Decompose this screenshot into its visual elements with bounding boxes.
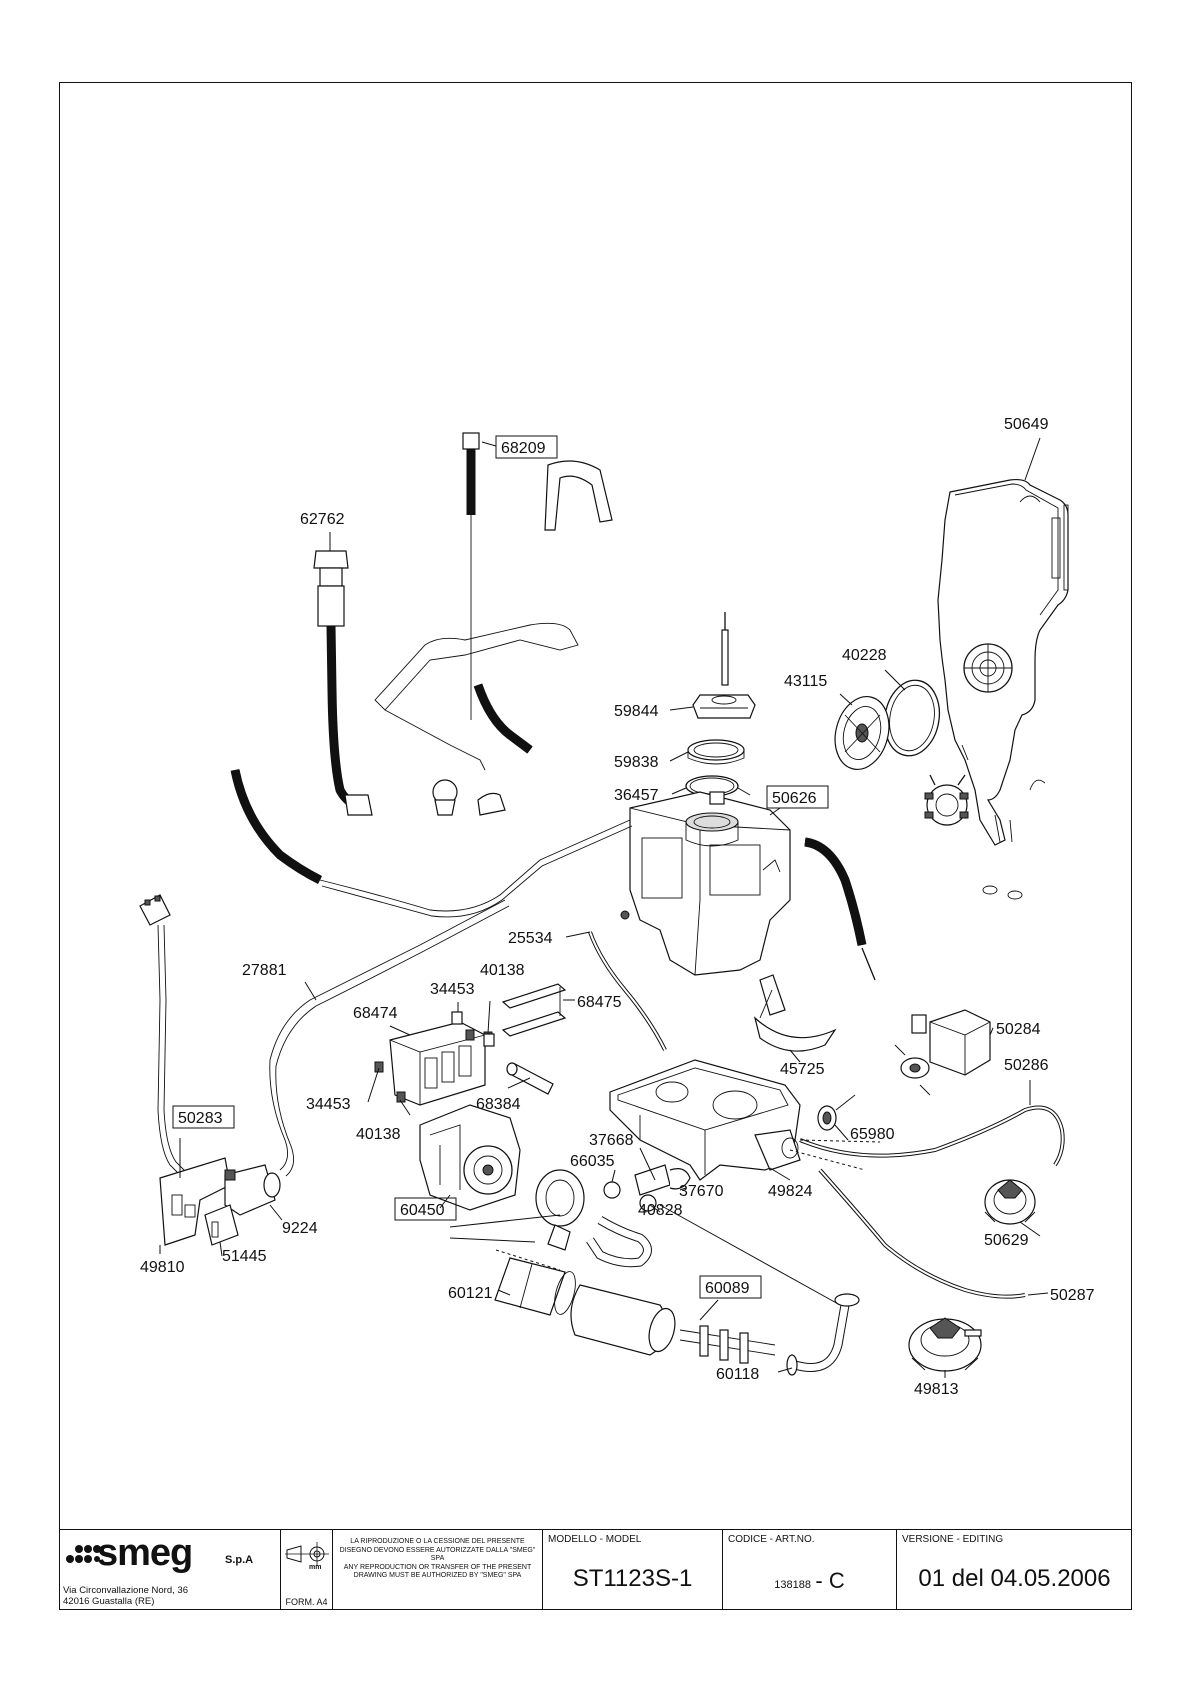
drawing-frame: [59, 82, 1132, 1610]
callout-27881: 27881: [242, 962, 287, 979]
leader-lines: [159, 437, 1049, 1378]
part-49813-pressure-switch: [908, 1317, 982, 1372]
part-49810-bracket: [159, 1157, 231, 1246]
version-header: VERSIONE - EDITING: [902, 1534, 1004, 1545]
callout-37670: 37670: [679, 1183, 724, 1200]
company-logo: smeg: [97, 1532, 193, 1574]
code-value: 138188 - C: [774, 1568, 845, 1593]
callout-50629: 50629: [984, 1232, 1029, 1249]
part-50629-pressure-switch: [984, 1179, 1036, 1225]
callout-34453-top: 34453: [430, 981, 475, 998]
callout-50284: 50284: [996, 1021, 1041, 1038]
code-header: CODICE - ART.NO.: [728, 1534, 815, 1545]
callout-40828: 40828: [638, 1202, 683, 1219]
callout-37668: 37668: [589, 1132, 634, 1149]
callout-34453-bottom: 34453: [306, 1096, 351, 1113]
company-cell: smeg S.p.A Via Circonvallazione Nord, 36…: [59, 1530, 281, 1610]
callout-49824: 49824: [768, 1183, 813, 1200]
callout-68209: 68209: [501, 440, 546, 457]
part-hook-bracket: [544, 460, 613, 531]
callout-60450: 60450: [400, 1202, 445, 1219]
form-label: FORM. A4: [285, 1597, 328, 1607]
part-65980-ring: [817, 1105, 837, 1131]
part-50284-pump: [894, 1009, 991, 1096]
callout-68475: 68475: [577, 994, 622, 1011]
callout-43115: 43115: [784, 673, 827, 690]
callout-40228: 40228: [842, 647, 887, 664]
callout-50649: 50649: [1004, 416, 1049, 433]
part-60121-sleeve: [494, 1257, 576, 1316]
part-60118-elbow: [786, 1293, 860, 1376]
callout-51445: 51445: [222, 1248, 267, 1265]
callout-66035: 66035: [570, 1153, 615, 1170]
part-40828-valve: [603, 1164, 691, 1212]
smeg-logo-dots-icon: [66, 1545, 101, 1563]
callout-50283: 50283: [178, 1110, 223, 1127]
part-40228-gasket: [883, 679, 941, 757]
callout-36457: 36457: [614, 787, 659, 804]
callout-45725: 45725: [780, 1061, 825, 1078]
part-68475-bracket: [501, 983, 567, 1037]
part-50649-side-panel: [937, 478, 1069, 900]
callout-50286: 50286: [1004, 1057, 1049, 1074]
part-43115-disc: [834, 696, 890, 770]
form-cell: mm FORM. A4: [281, 1530, 333, 1610]
callout-40138-bottom: 40138: [356, 1126, 401, 1143]
copyright-notice: LA RIPRODUZIONE O LA CESSIONE DEL PRESEN…: [339, 1538, 536, 1579]
callout-40138-top: 40138: [480, 962, 525, 979]
callout-60121: 60121: [448, 1285, 493, 1302]
part-68384-cylinder: [506, 1062, 554, 1095]
part-60450-pump-housing: [419, 1104, 521, 1211]
part-9224-valve: [224, 1164, 281, 1216]
callout-68474: 68474: [353, 1005, 398, 1022]
part-59838-ring: [687, 739, 745, 765]
callout-50626: 50626: [772, 790, 817, 807]
part-50283-plug: [139, 894, 187, 1176]
part-49824-tray: [609, 1059, 801, 1181]
notice-cell: LA RIPRODUZIONE O LA CESSIONE DEL PRESEN…: [333, 1530, 543, 1610]
company-address: Via Circonvallazione Nord, 36 42016 Guas…: [63, 1585, 188, 1607]
part-small-valve-right: [924, 774, 969, 826]
callout-49810: 49810: [140, 1259, 185, 1276]
callout-60118: 60118: [716, 1366, 759, 1383]
unit-label: mm: [309, 1564, 322, 1571]
callout-labels: 50649 68209 62762 40228 43115 59844 5983…: [140, 416, 1095, 1398]
callout-65980: 65980: [850, 1126, 895, 1143]
part-50626-sump: [620, 791, 791, 976]
title-block: smeg S.p.A Via Circonvallazione Nord, 36…: [59, 1529, 1132, 1610]
callout-59844: 59844: [614, 703, 659, 720]
part-68474-block: [374, 1021, 493, 1106]
callout-25534: 25534: [508, 930, 553, 947]
model-cell: MODELLO - MODEL ST1123S-1: [543, 1530, 723, 1610]
version-value: 01 del 04.05.2006: [918, 1565, 1111, 1592]
code-cell: CODICE - ART.NO. 138188 - C: [723, 1530, 897, 1610]
callout-9224: 9224: [282, 1220, 318, 1237]
part-59844-nut: [692, 694, 756, 719]
part-60089-heater: [570, 1284, 776, 1364]
model-header: MODELLO - MODEL: [548, 1534, 642, 1545]
part-wash-pump: [535, 1169, 585, 1251]
callout-68384: 68384: [476, 1096, 521, 1113]
company-suffix: S.p.A: [225, 1554, 254, 1566]
version-cell: VERSIONE - EDITING 01 del 04.05.2006: [897, 1530, 1132, 1610]
model-value: ST1123S-1: [572, 1565, 693, 1592]
part-62762-inlet-hose: [313, 550, 373, 816]
callout-59838: 59838: [614, 754, 659, 771]
callout-49813: 49813: [914, 1381, 959, 1398]
callout-62762: 62762: [300, 511, 345, 528]
projection-symbol-icon: [285, 1542, 329, 1566]
part-45725-deflector: [753, 974, 837, 1052]
callout-60089: 60089: [705, 1280, 750, 1297]
part-68209-spring: [462, 432, 480, 515]
callout-50287: 50287: [1050, 1287, 1095, 1304]
part-51445-switch: [204, 1204, 239, 1246]
